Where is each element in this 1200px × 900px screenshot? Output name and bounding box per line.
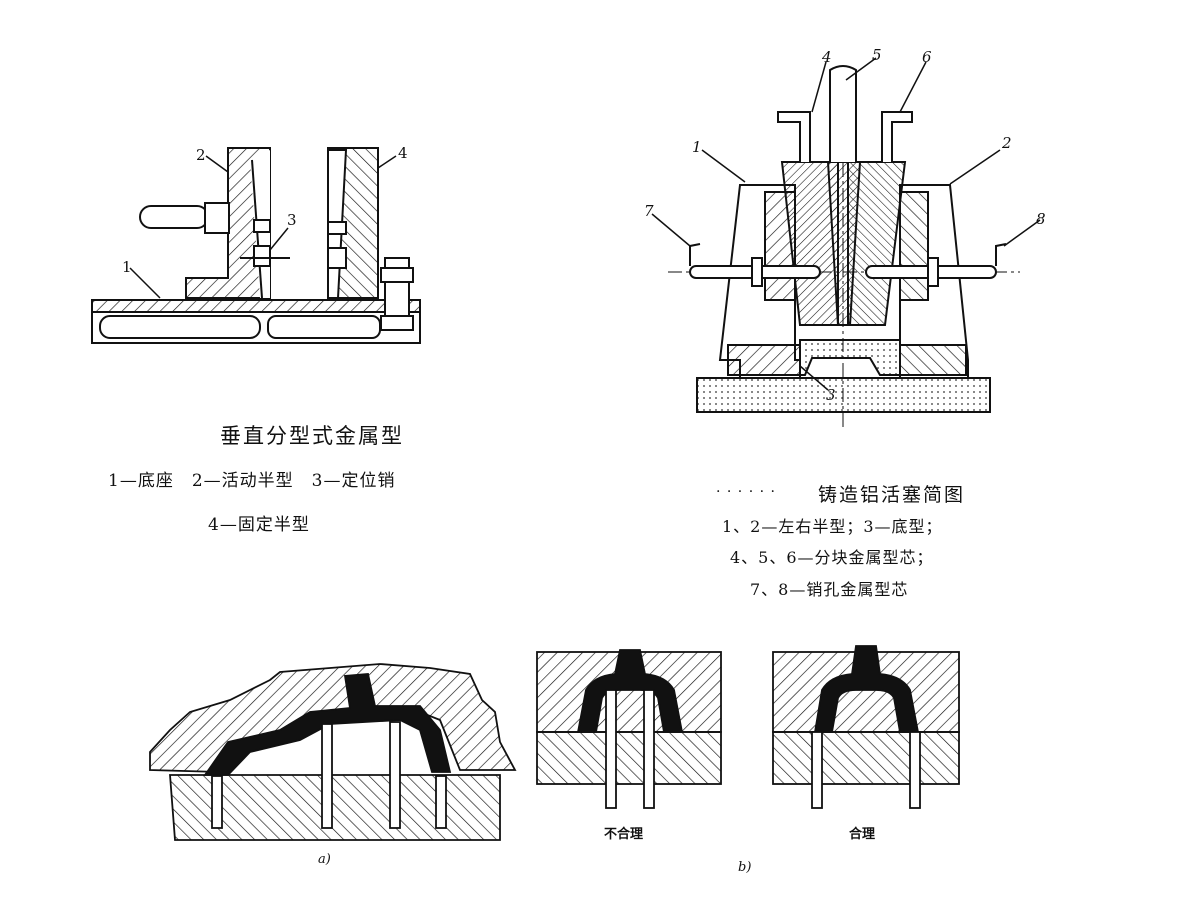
piston-mold-drawing — [651, 57, 1041, 430]
callout-right-5: 5 — [872, 46, 882, 64]
base-mold — [799, 339, 901, 376]
right-legend-line2: 4、5、6—分块金属型芯； — [730, 548, 934, 567]
right-figure-title: 铸造铝活塞简图 — [818, 484, 966, 506]
figure-b-good-drawing — [772, 645, 960, 809]
left-legend-line1: 1—底座 2—活动半型 3—定位销 — [108, 471, 396, 491]
label-a: a) — [318, 852, 331, 867]
callout-right-1: 1 — [692, 138, 702, 156]
callout-right-8: 8 — [1036, 210, 1046, 228]
callout-left-3: 3 — [287, 211, 297, 229]
label-b: b) — [738, 860, 752, 875]
callout-left-1: 1 — [122, 258, 132, 276]
callout-left-2: 2 — [196, 146, 206, 164]
left-legend-line2: 4—固定半型 — [208, 515, 310, 535]
figure-a-drawing — [149, 663, 517, 841]
vertical-mold-drawing — [91, 147, 421, 344]
figure-b-bad-drawing — [536, 649, 722, 809]
bottom-plate — [696, 377, 991, 413]
callout-right-3: 3 — [826, 386, 836, 404]
right-legend-line3: 7、8—销孔金属型芯 — [750, 580, 909, 599]
label-unreasonable: 不合理 — [604, 827, 644, 842]
left-figure-title: 垂直分型式金属型 — [220, 424, 404, 448]
callout-right-2: 2 — [1001, 134, 1012, 152]
right-legend-line1: 1、2—左右半型；3—底型； — [722, 517, 943, 536]
callout-right-7: 7 — [644, 202, 654, 220]
callout-left-4: 4 — [398, 144, 408, 162]
callout-right-6: 6 — [922, 48, 932, 66]
right-dots: . . . . . . — [716, 480, 776, 496]
callout-right-4: 4 — [821, 48, 832, 66]
label-reasonable: 合理 — [849, 827, 876, 842]
